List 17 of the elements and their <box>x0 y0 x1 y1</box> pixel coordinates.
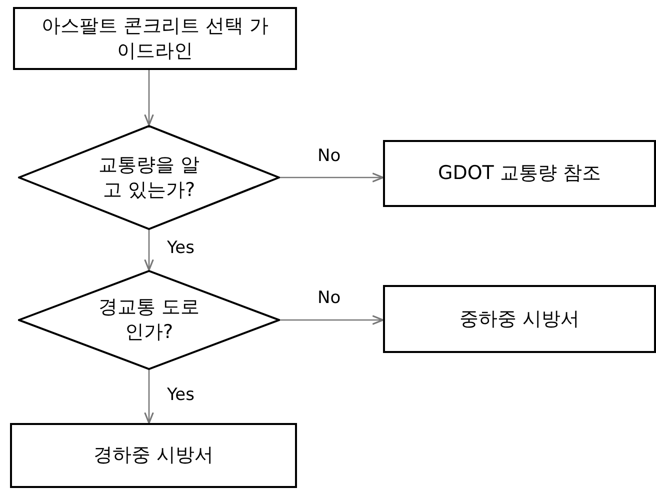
node-text: 중하중 시방서 <box>458 306 581 332</box>
arrow <box>144 70 154 126</box>
decision-diamond <box>18 270 280 370</box>
process-box <box>10 423 297 488</box>
node-text: 경교통 도로인가? <box>97 295 201 345</box>
process-box <box>383 140 656 207</box>
decision-diamond <box>18 125 280 230</box>
arrow <box>280 172 384 182</box>
node-text: 경하중 시방서 <box>92 443 215 468</box>
node-text: 교통량을 알고 있는가? <box>97 152 201 202</box>
arrow <box>280 315 384 325</box>
node-text: 아스팔트 콘크리트 선택 가이드라인 <box>40 14 270 64</box>
process-box <box>13 7 297 70</box>
arrow <box>144 230 154 271</box>
node-text: GDOT 교통량 참조 <box>437 161 602 186</box>
process-box <box>383 285 656 353</box>
arrow <box>144 370 154 424</box>
